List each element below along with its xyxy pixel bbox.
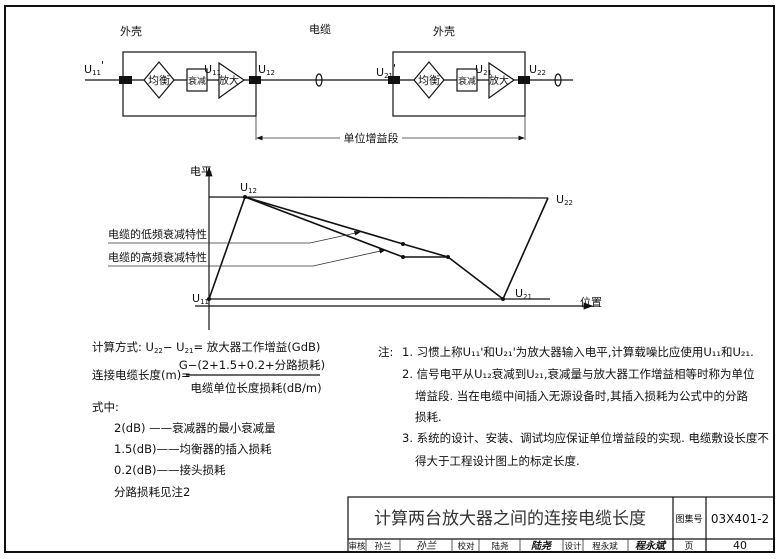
reviewer-signature: 孙兰: [416, 540, 437, 552]
high-frequency-label: 电缆的高频衰减特性: [108, 250, 207, 264]
note-line: 得大于工程设计图上的标定长度.: [415, 454, 580, 468]
title-block: 计算两台放大器之间的连接电缆长度 图集号 03X401-2 审核 孙兰 孙兰 校…: [347, 496, 775, 553]
attenuator-2: [456, 68, 478, 92]
output-connector-1: [249, 76, 261, 84]
equalizer-label-1: 均衡: [148, 74, 170, 87]
label-u11: U11: [204, 63, 221, 77]
note-line: 增益段. 当在电缆中间插入无源设备时,其插入损耗为公式中的分路: [415, 389, 748, 403]
reviewer: 孙兰: [374, 541, 391, 552]
x-axis-label: 位置: [580, 295, 602, 309]
note-line: 2. 信号电平从U₁₂衰减到U₂₁,衰减量与放大器工作增益相等时称为单位: [402, 367, 755, 381]
checker: 陆尧: [491, 541, 509, 552]
level-u22: U22: [556, 193, 573, 207]
term-equalizer: 1.5(dB)——均衡器的插入损耗: [114, 442, 272, 456]
equalizer-2: [413, 61, 445, 99]
notes-label: 注:: [378, 345, 393, 359]
where-label: 式中:: [92, 400, 119, 414]
atlas-number: 03X401-2: [711, 512, 769, 526]
designer-signature: 程永斌: [635, 540, 667, 552]
level-u21: U21: [515, 287, 532, 301]
page-label: 页: [684, 541, 693, 552]
input-connector-1: [119, 76, 132, 84]
design-label: 设计: [564, 541, 582, 552]
level-diagram: 电平 位置 电缆的低频衰减特性 电缆的高频衰减特性 U12 U22 U11 U2…: [108, 165, 602, 330]
cable-symbol-icon: [554, 73, 562, 87]
note-line: 损耗.: [415, 410, 442, 424]
formula-denominator: 电缆单位长度损耗(dB/m): [190, 381, 321, 395]
label-u22: U22: [529, 63, 546, 77]
note-line: 1. 习惯上称U₁₁'和U₂₁'为放大器输入电平,计算载噪比应使用U₁₁和U₂₁…: [402, 345, 754, 359]
review-label: 审核: [348, 541, 366, 552]
label-u21: U21: [475, 63, 492, 77]
cable-label: 电缆: [309, 23, 331, 36]
label-u12: U12: [258, 63, 275, 77]
check-label: 校对: [457, 541, 475, 552]
y-axis-label: 电平: [190, 165, 212, 178]
drawing-title: 计算两台放大器之间的连接电缆长度: [374, 509, 646, 529]
level-u12: U12: [240, 181, 257, 195]
low-frequency-curve: [208, 196, 549, 301]
label-u11-prime: U11': [84, 59, 104, 77]
term-branch-loss: 分路损耗见注2: [114, 485, 190, 499]
u12-level-line: [208, 196, 549, 199]
amplifier-label-2: 放大: [489, 74, 509, 87]
housing-label-2: 外壳: [433, 24, 455, 38]
note-line: 3. 系统的设计、安装、调试均应保证单位增益段的实现. 电缆敷设长度不: [402, 431, 769, 445]
notes-section: 注: 1. 习惯上称U₁₁'和U₂₁'为放大器输入电平,计算载噪比应使用U₁₁和…: [378, 345, 769, 468]
page-number: 40: [733, 539, 747, 552]
formula-numerator: G−(2+1.5+0.2+分路损耗): [179, 358, 325, 372]
atlas-number-label: 图集号: [675, 513, 702, 525]
cable-symbol-icon: [315, 73, 323, 87]
input-connector-2: [388, 76, 400, 84]
low-frequency-label: 电缆的低频衰减特性: [108, 227, 207, 241]
amplifier-1: [218, 61, 246, 100]
amplifier-label-1: 放大: [219, 74, 239, 87]
amplifier-chain-diagram: 外壳 均衡 衰减 放大 电缆 外壳 均衡 衰减 放大 U11' U11 U12 …: [84, 23, 573, 145]
length-formula-lhs: 连接电缆长度(m)=: [92, 368, 191, 382]
equalizer-label-2: 均衡: [418, 74, 440, 87]
label-u21-prime: U21': [376, 62, 396, 80]
designer: 程永斌: [592, 541, 618, 552]
output-connector-2: [518, 76, 530, 84]
equalizer-1: [143, 61, 175, 99]
unit-gain-segment-label: 单位增益段: [344, 131, 399, 145]
attenuator-label-1: 衰减: [188, 75, 206, 87]
level-u11: U11: [192, 292, 209, 306]
formula-section: 计算方式: U22− U21= 放大器工作增益(GdB) 连接电缆长度(m)= …: [92, 340, 325, 499]
calculation-method: 计算方式: U22− U21= 放大器工作增益(GdB): [92, 340, 320, 355]
term-connector: 0.2(dB)——接头损耗: [114, 463, 226, 477]
attenuator-1: [186, 68, 208, 92]
term-attenuator: 2(dB) ——衰减器的最小衰减量: [114, 421, 276, 435]
attenuator-label-2: 衰减: [458, 75, 476, 87]
checker-signature: 陆尧: [531, 540, 553, 552]
amplifier-2: [488, 61, 516, 100]
housing-label-1: 外壳: [120, 24, 142, 38]
